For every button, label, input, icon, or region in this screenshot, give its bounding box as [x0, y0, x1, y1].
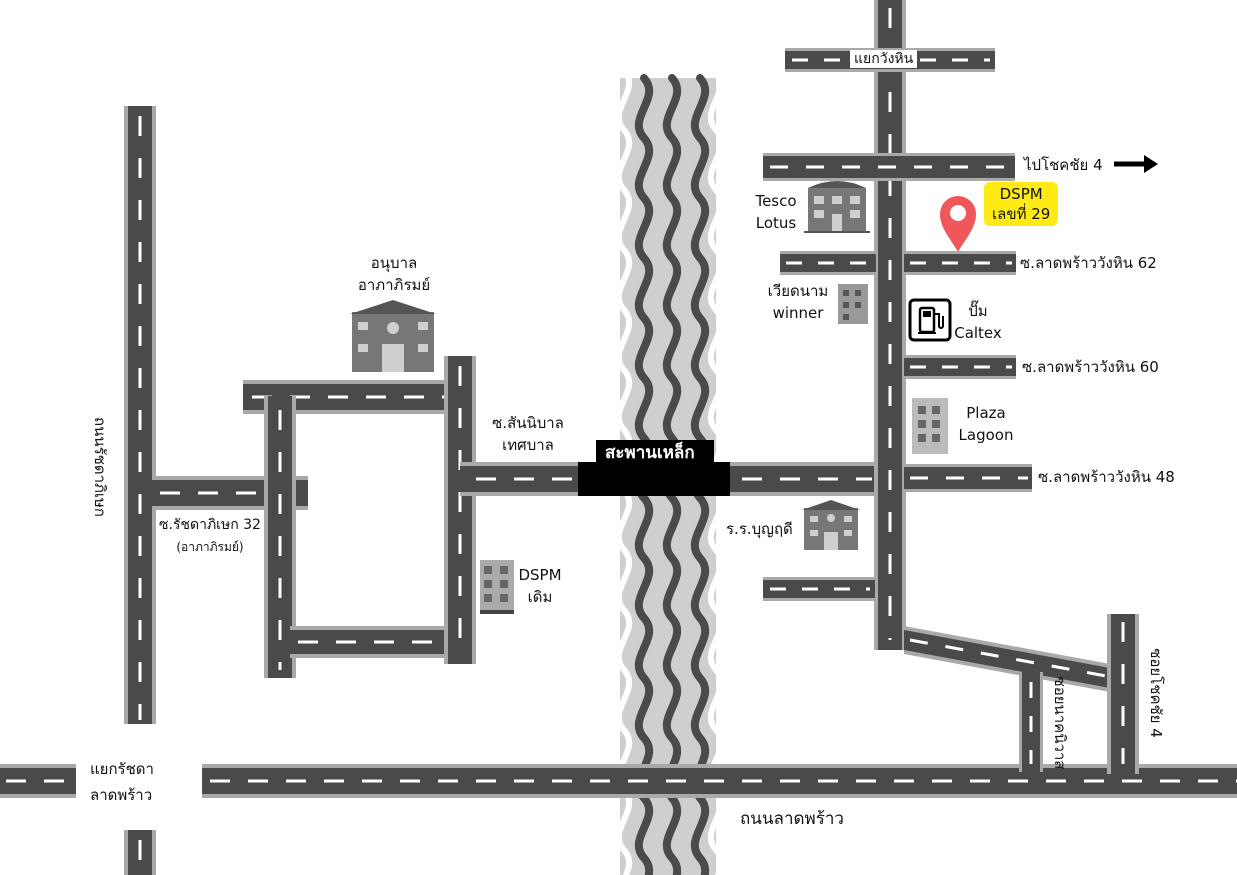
label-anuban-2: อาภาภิรมย์: [357, 276, 431, 294]
label-soi32-1: ซ.รัชดาภิเษก 32: [159, 517, 261, 533]
arrow-right-icon: [1114, 155, 1158, 173]
label-soi60: ซ.ลาดพร้าววังหิน 60: [1022, 358, 1159, 376]
label-san-1: ซ.สันนิบาล: [492, 414, 564, 432]
road-soi62: [780, 251, 1016, 275]
label-ratchada-road: ถนนรัชดาภิเษก: [91, 417, 109, 517]
label-tesco-1: Tesco: [755, 192, 797, 210]
road-sanniban: [444, 356, 476, 664]
map-pin-icon: [940, 196, 976, 252]
label-yaek-wanghin: แยกวังหิน: [850, 50, 918, 68]
label-soi62: ซ.ลาดพร้าววังหิน 62: [1020, 254, 1157, 272]
label-bridge: สะพานเหล็ก: [605, 443, 695, 463]
building-icon: [350, 300, 436, 372]
label-dspm-old-2: เดิม: [527, 588, 553, 606]
label-soi-nakniwat: ซอยนาคนิวาส: [1051, 676, 1069, 770]
road-ratchada: [124, 106, 156, 875]
gas-pump-icon: [908, 298, 952, 342]
building-icon: [480, 560, 514, 614]
road-anuban-loop: [243, 380, 455, 678]
label-plaza-1: Plaza: [966, 404, 1006, 422]
bridge: [578, 440, 730, 496]
label-yaek-1: แยกรัชดา: [90, 760, 154, 778]
building-icon: [912, 398, 948, 454]
road-school-stub: [763, 577, 875, 601]
label-soi-chokchai: ซอยโชคชัย 4: [1147, 648, 1165, 738]
road-soi60: [904, 355, 1016, 379]
building-icon: [802, 500, 860, 550]
road-chokchai: [763, 153, 1015, 181]
building-icon: [804, 181, 870, 233]
label-pump-2: Caltex: [954, 324, 1002, 342]
road-wanghin: [874, 0, 906, 650]
dspm-badge: DSPM เลขที่ 29: [984, 182, 1059, 226]
road-diagonal: [904, 626, 1110, 692]
road-soi48: [904, 464, 1032, 492]
label-dspm-old-1: DSPM: [518, 566, 562, 584]
road-soi-chokchai: [1107, 614, 1139, 774]
label-tesco-2: Lotus: [755, 214, 797, 232]
label-yaek-2: ลาดพร้าว: [90, 786, 153, 804]
road-ladprao: [0, 764, 1237, 798]
label-ladprao-road: ถนนลาดพร้าว: [740, 809, 844, 829]
label-pai-chokchai: ไปโชคชัย 4: [1024, 156, 1103, 174]
label-viet-1: เวียดนาม: [767, 282, 829, 300]
label-viet-2: winner: [772, 304, 824, 322]
building-icon: [838, 284, 868, 324]
road-soi-nakniwat: [1019, 672, 1043, 772]
label-school: ร.ร.บุญฤดี: [726, 520, 793, 538]
label-soi32-2: (อาภาภิรมย์): [176, 540, 244, 554]
label-pump-1: ปั๊ม: [968, 302, 988, 320]
label-san-2: เทศบาล: [502, 436, 554, 454]
label-plaza-2: Lagoon: [958, 426, 1014, 444]
dspm-badge-line2: เลขที่ 29: [992, 205, 1051, 223]
dspm-badge-line1: DSPM: [999, 185, 1043, 203]
label-soi48: ซ.ลาดพร้าววังหิน 48: [1038, 468, 1175, 486]
label-anuban-1: อนุบาล: [370, 254, 418, 272]
